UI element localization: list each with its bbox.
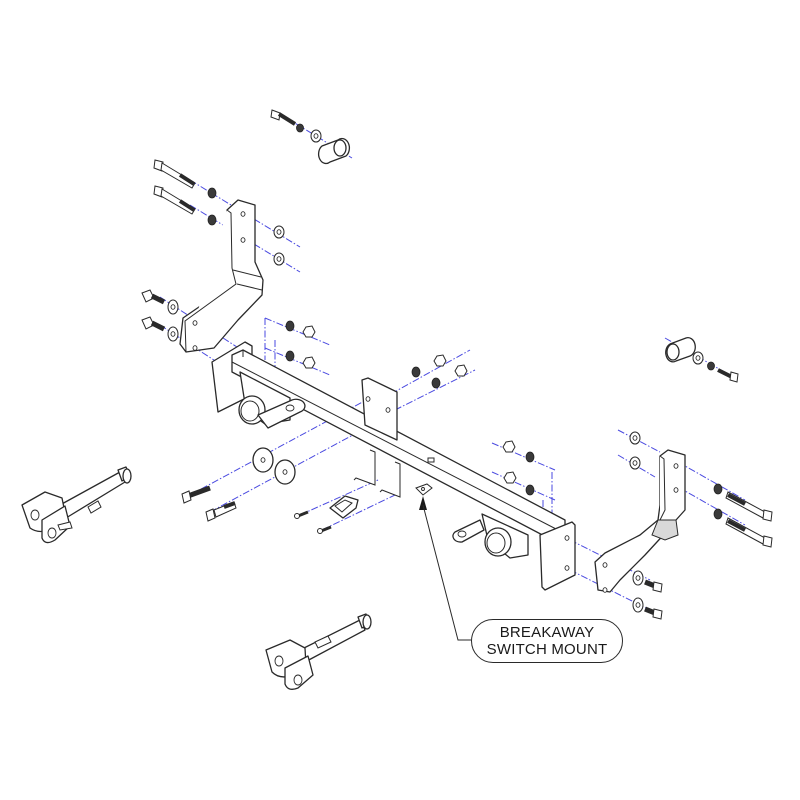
lock-washer-icon <box>707 361 715 371</box>
lock-washer-icon <box>411 366 421 378</box>
callout-leader <box>419 496 471 641</box>
left-nuts <box>285 320 316 369</box>
lock-washer-icon <box>296 123 304 133</box>
removable-arm-lower <box>265 613 372 690</box>
lock-washer-icon <box>713 508 723 520</box>
bolt-icon <box>270 109 297 126</box>
breakaway-switch-mount-callout: BREAKAWAY SWITCH MOUNT <box>471 619 623 663</box>
right-short-bolts <box>632 570 663 620</box>
bolt-icon <box>141 289 166 305</box>
callout-line-2: SWITCH MOUNT <box>486 641 608 658</box>
right-spacer-kit <box>665 336 739 383</box>
lock-washer-icon <box>713 483 723 495</box>
bolt-icon <box>181 485 211 504</box>
lock-washer-icon <box>285 320 295 332</box>
left-receiver <box>238 371 306 429</box>
right-receiver <box>452 513 529 559</box>
bolt-icon <box>141 316 166 332</box>
bolt-icon <box>725 491 773 522</box>
nut-icon <box>503 471 517 484</box>
center-bracket <box>353 377 401 498</box>
right-bracket <box>594 431 686 593</box>
lock-washer-icon <box>525 484 535 496</box>
top-spacer-kit <box>270 109 351 165</box>
breakaway-switch-mount-tab <box>415 457 435 496</box>
left-bracket <box>179 199 264 353</box>
right-long-bolts <box>713 483 773 548</box>
bolt-icon <box>725 517 773 548</box>
bracket-gusset <box>651 519 679 541</box>
lock-washer-icon <box>285 350 295 362</box>
bolt-icon <box>644 606 663 620</box>
crossbar-right-endplate <box>539 521 576 591</box>
lock-washer-icon <box>207 214 217 226</box>
receiver-tab <box>452 519 485 543</box>
right-nuts <box>502 440 535 496</box>
bolt-icon <box>717 368 739 383</box>
nut-icon <box>433 354 447 367</box>
spacer-icon <box>665 336 696 363</box>
bolt-icon <box>644 579 663 593</box>
lock-washer-icon <box>431 377 441 389</box>
bolt-icon <box>205 501 237 522</box>
screw-icon <box>317 525 332 534</box>
bolt-icon <box>153 159 196 189</box>
nut-icon <box>302 325 316 338</box>
center-washers-bolts <box>181 447 296 522</box>
crossbar <box>211 341 576 591</box>
nut-icon <box>454 364 468 377</box>
removable-arm-upper <box>21 466 132 544</box>
lock-washer-icon <box>207 187 217 199</box>
screw-icon <box>294 510 309 519</box>
center-nuts <box>411 354 468 389</box>
left-short-bolts <box>141 289 179 342</box>
left-long-bolts <box>153 159 285 266</box>
bolt-icon <box>153 185 196 215</box>
callout-line-1: BREAKAWAY <box>499 624 595 641</box>
lock-washer-icon <box>525 451 535 463</box>
spacer-icon <box>317 137 351 165</box>
nut-icon <box>302 356 316 369</box>
breakaway-switch-plate <box>294 495 359 534</box>
nut-icon <box>502 440 516 453</box>
